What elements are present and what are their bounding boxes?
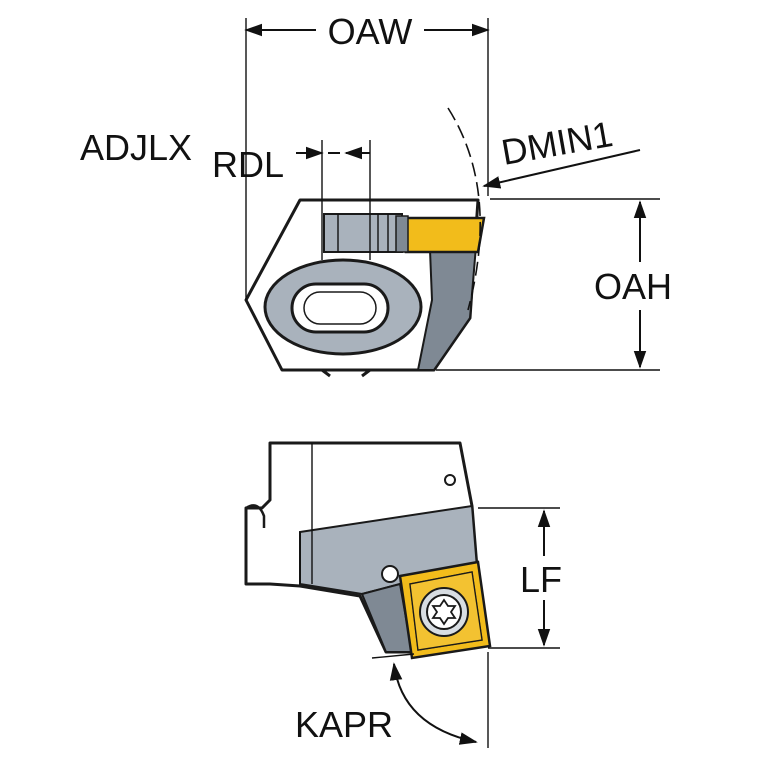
top-view-insert-seat bbox=[395, 215, 409, 253]
dmin1-dimension: DMIN1 bbox=[482, 113, 641, 189]
oaw-dimension: OAW bbox=[244, 11, 490, 300]
rdl-dimension: ADJLX RDL bbox=[80, 127, 371, 260]
top-view-insert bbox=[404, 216, 486, 254]
torx-icon bbox=[431, 598, 457, 626]
dmin1-label: DMIN1 bbox=[498, 113, 615, 173]
top-view bbox=[244, 198, 486, 378]
dmin1-arc bbox=[447, 107, 481, 311]
adjlx-label: ADJLX bbox=[80, 127, 192, 168]
rdl-label: RDL bbox=[212, 144, 284, 185]
lf-dimension: LF bbox=[478, 507, 562, 649]
oah-dimension: OAH bbox=[436, 198, 672, 371]
kapr-dimension: KAPR bbox=[295, 652, 489, 748]
side-view-screw-hole bbox=[444, 474, 456, 486]
side-view bbox=[244, 441, 492, 660]
kapr-label: KAPR bbox=[295, 704, 393, 745]
side-view-notch bbox=[245, 504, 266, 528]
oaw-label: OAW bbox=[328, 11, 413, 52]
side-view-clamp-pin bbox=[381, 565, 399, 583]
lf-label: LF bbox=[520, 559, 562, 600]
oah-label: OAH bbox=[594, 266, 672, 307]
top-view-clamp-slot bbox=[290, 282, 390, 334]
top-view-slot bbox=[323, 213, 403, 253]
